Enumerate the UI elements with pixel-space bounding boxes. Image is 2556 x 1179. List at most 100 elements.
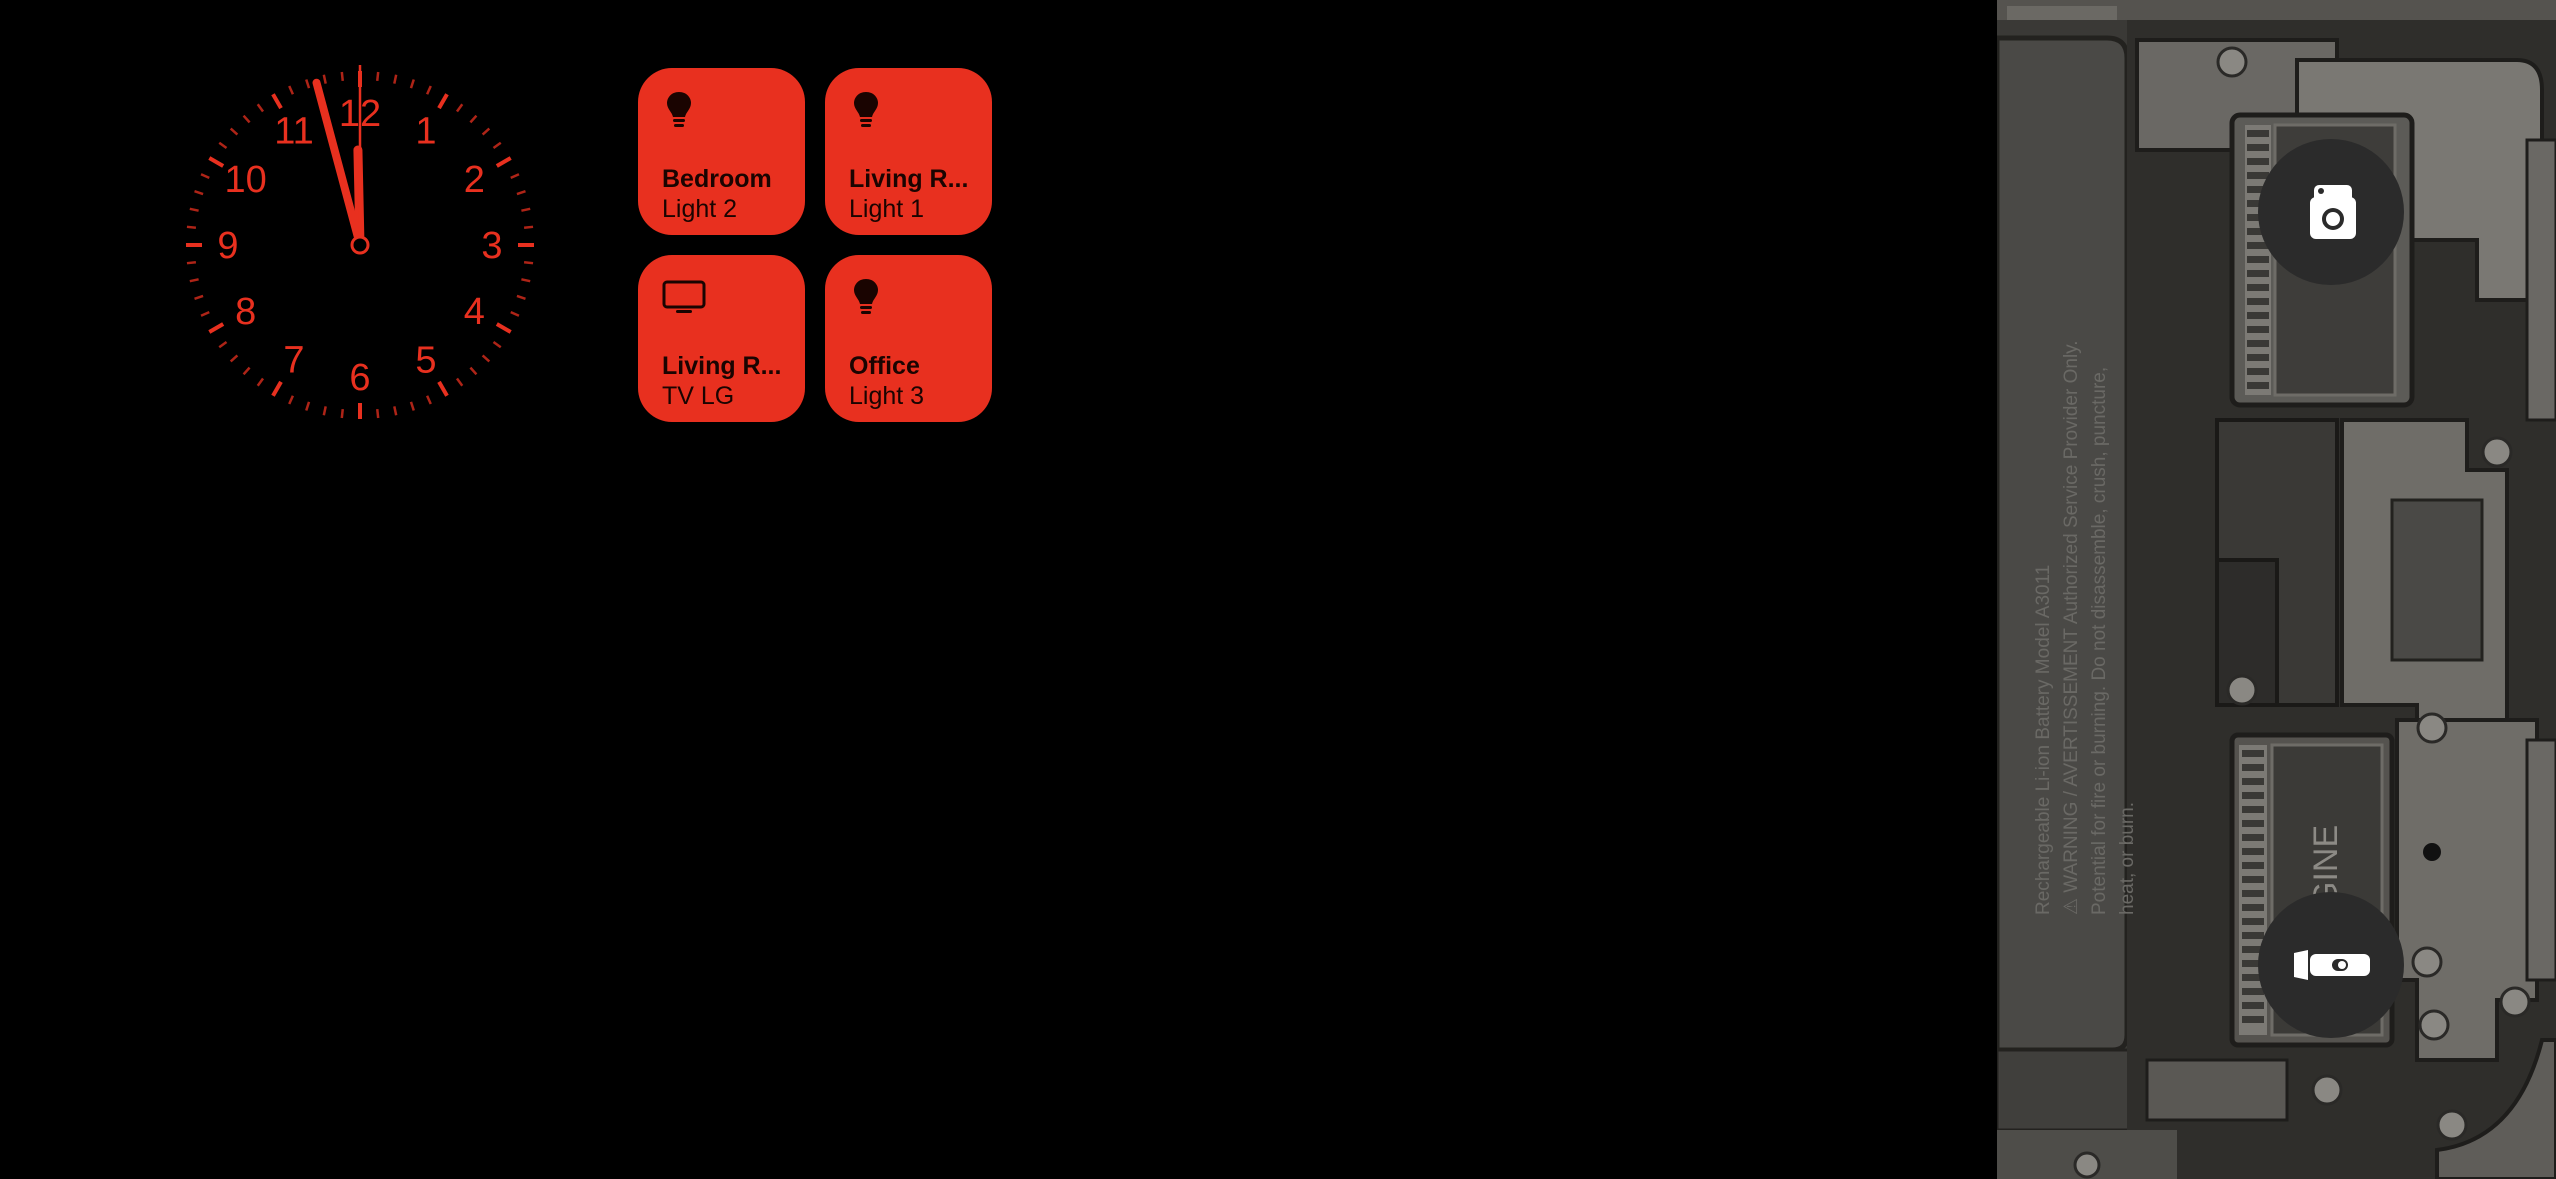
minute-tick <box>305 79 311 89</box>
clock-numeral: 4 <box>464 291 485 333</box>
tile-device-label: Light 2 <box>662 195 738 223</box>
minute-tick <box>521 278 531 283</box>
minute-tick <box>200 310 210 317</box>
screw <box>2418 1009 2450 1041</box>
mid-connector <box>2390 498 2484 662</box>
minute-tick <box>229 354 239 363</box>
hour-tick <box>495 156 512 168</box>
minute-tick <box>516 190 526 196</box>
hinge-ridge <box>2247 228 2269 235</box>
clock-numeral: 11 <box>274 111 313 153</box>
minute-tick <box>256 103 265 113</box>
minute-tick <box>242 366 251 376</box>
minute-tick <box>194 294 204 300</box>
minute-tick <box>523 225 534 229</box>
screw <box>2411 946 2443 978</box>
minute-tick <box>340 408 344 419</box>
battery-text-line-3: Potential for fire or burning. Do not di… <box>2089 367 2110 915</box>
minute-tick <box>200 173 210 180</box>
flashlight-button[interactable] <box>2258 892 2404 1038</box>
clock-numeral: 1 <box>415 111 436 153</box>
minute-tick <box>510 173 520 180</box>
hinge-ridge <box>2247 242 2269 249</box>
minute-tick <box>376 71 380 82</box>
hour-tick <box>208 322 225 334</box>
hinge-ridge <box>2242 904 2264 911</box>
minute-tick <box>194 190 204 196</box>
screw <box>2311 1074 2343 1106</box>
hinge-ridge <box>2242 778 2264 785</box>
hinge-ridge <box>2247 172 2269 179</box>
minute-tick <box>492 141 502 150</box>
minute-tick <box>186 261 197 265</box>
minute-tick <box>288 395 295 405</box>
home-tile-bedroom-light-2[interactable]: Bedroom Light 2 <box>638 68 805 235</box>
home-tile-office-light-3[interactable]: Office Light 3 <box>825 255 992 422</box>
hinge-ridge <box>2242 1002 2264 1009</box>
tile-room-label: Bedroom <box>662 165 772 193</box>
tile-device-label: Light 1 <box>849 195 925 223</box>
minute-tick <box>425 395 432 405</box>
minute-tick <box>229 127 239 136</box>
hinge-ridge <box>2247 340 2269 347</box>
clock-center <box>350 235 370 255</box>
tile-room-label: Living R... <box>849 165 969 193</box>
minute-tick <box>189 278 199 283</box>
hour-tick <box>208 156 225 168</box>
hinge-ridge <box>2247 284 2269 291</box>
hinge-ridge <box>2242 890 2264 897</box>
hinge-ridge <box>2247 186 2269 193</box>
hinge-ridge <box>2242 946 2264 953</box>
tile-device-label: TV LG <box>662 382 735 410</box>
minute-tick <box>510 310 520 317</box>
clock-numeral: 3 <box>481 225 502 267</box>
hinge-ridge <box>2247 312 2269 319</box>
clock-numeral: 8 <box>235 291 256 333</box>
sensor-dot <box>2423 843 2441 861</box>
minute-tick <box>409 401 415 411</box>
screw <box>2499 986 2531 1018</box>
hinge-ridge <box>2247 382 2269 389</box>
clock-ticks <box>186 71 534 419</box>
hinge-ridge <box>2242 960 2264 967</box>
home-tile-living-room-tv-lg[interactable]: Living R... TV LG <box>638 255 805 422</box>
hinge-ridge <box>2247 368 2269 375</box>
hinge-ridge <box>2242 974 2264 981</box>
minute-tick <box>409 79 415 89</box>
minute-tick <box>516 294 526 300</box>
hinge-top-ridges <box>2247 130 2269 389</box>
minute-tick <box>305 401 311 411</box>
minute-tick <box>256 377 265 387</box>
tile-room-label: Office <box>849 352 920 380</box>
screw <box>2481 436 2513 468</box>
right-edge-strip <box>2525 138 2556 422</box>
hinge-ridge <box>2242 792 2264 799</box>
hinge-ridge <box>2242 834 2264 841</box>
battery-text-line-2: ⚠ WARNING / AVERTISSEMENT Authorized Ser… <box>2061 340 2082 915</box>
hinge-ridge <box>2242 848 2264 855</box>
hour-tick <box>437 93 449 110</box>
hinge-ridge <box>2247 354 2269 361</box>
hinge-ridge <box>2247 158 2269 165</box>
screw <box>2226 674 2258 706</box>
home-tile-living-room-light-1[interactable]: Living R... Light 1 <box>825 68 992 235</box>
camera-button[interactable] <box>2258 139 2404 285</box>
flashlight-icon <box>2294 950 2370 980</box>
hinge-ridge <box>2242 988 2264 995</box>
frame-top <box>1997 0 2556 20</box>
minute-tick <box>481 354 491 363</box>
hinge-ridge <box>2242 918 2264 925</box>
hinge-ridge <box>2242 750 2264 757</box>
battery-base <box>1997 1048 2149 1132</box>
minute-tick <box>218 340 228 349</box>
minute-tick <box>340 71 344 82</box>
minute-tick <box>425 85 432 95</box>
hinge-ridge <box>2242 1016 2264 1023</box>
minute-tick <box>376 408 380 419</box>
minute-tick <box>189 207 199 212</box>
lightbulb-icon <box>662 90 696 130</box>
minute-tick <box>523 261 534 265</box>
hinge-ridge <box>2247 130 2269 137</box>
hinge-ridge <box>2242 820 2264 827</box>
